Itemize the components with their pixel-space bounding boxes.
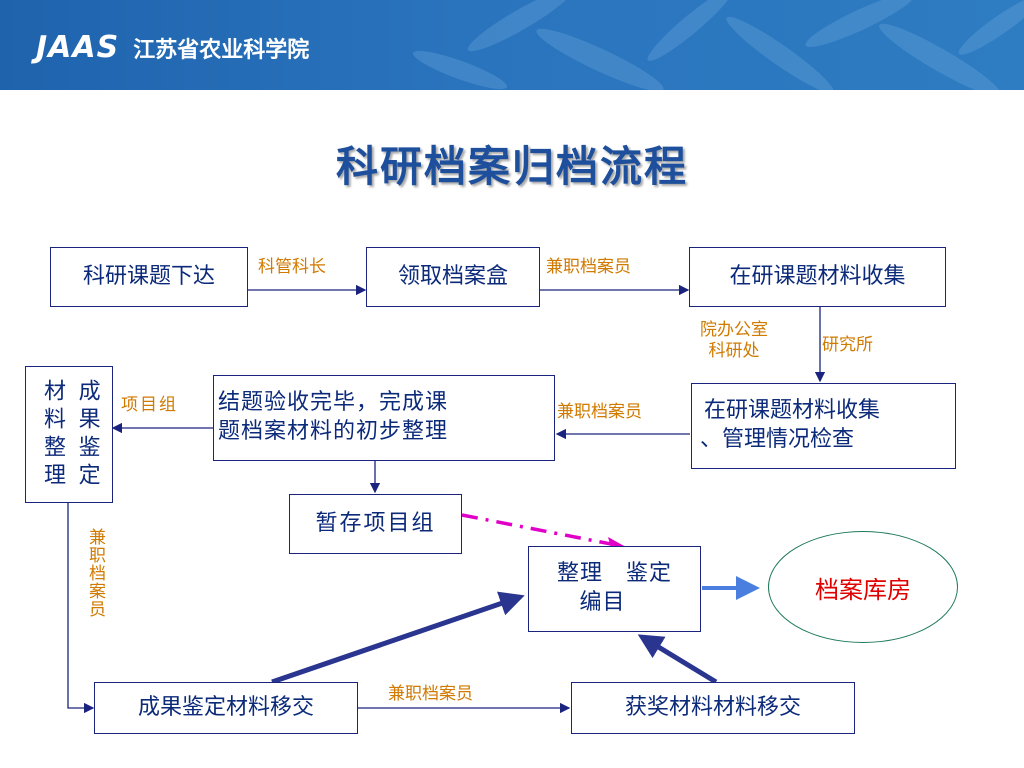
org-name: 江苏省农业科学院: [133, 37, 310, 63]
box-temp-storage: 暂存项目组: [289, 494, 462, 554]
box-task-issued: 科研课题下达: [50, 247, 248, 307]
box-get-archive-box: 领取档案盒: [366, 247, 540, 307]
archive-room-label: 档案库房: [815, 575, 911, 604]
box-appraisal-transfer: 成果鉴定材料移交: [94, 682, 358, 734]
box-appraisal-transfer-label: 成果鉴定材料移交: [137, 694, 314, 720]
archive-room: 档案库房: [768, 531, 958, 643]
label-institute: 研究所: [822, 335, 873, 355]
box-acceptance-line1: 结题验收完毕，完成课: [218, 390, 449, 416]
box-acceptance-line2: 题档案材料的初步整理: [218, 419, 449, 444]
dashed-arrow-b7-b8: [461, 513, 617, 547]
box-material-collection: 在研课题材料收集: [689, 247, 946, 307]
label-archivist-4: 兼职档案员: [388, 684, 473, 704]
logo-mark: JAAS: [36, 30, 120, 65]
page-title: 科研档案归档流程: [335, 142, 688, 191]
thick-arrow-b10-b8: [637, 634, 718, 685]
box-temp-storage-label: 暂存项目组: [315, 510, 436, 536]
label-office-line2: 科研处: [708, 341, 760, 362]
box-sort-catalog: 整理 鉴定 编目: [528, 546, 701, 632]
leaf-pattern: [412, 0, 1024, 90]
box-award-transfer-label: 获奖材料材料移交: [624, 694, 801, 720]
box-sort-catalog-line2: 编目: [579, 590, 626, 615]
label-archivist-2: 兼职档案员: [557, 402, 642, 422]
box-get-archive-box-label: 领取档案盒: [397, 263, 508, 289]
box-appraisal-col1: 成果鉴定: [74, 378, 100, 491]
label-archivist-1: 兼职档案员: [546, 257, 631, 277]
box-material-collection-label: 在研课题材料收集: [729, 263, 906, 289]
label-archivist-3: 兼职档案员: [85, 528, 105, 618]
label-project-group: 项目组: [121, 395, 178, 415]
arrow-b6-b9: [67, 503, 95, 714]
thick-arrow-b9-b8: [271, 591, 525, 685]
box-acceptance-complete: 结题验收完毕，完成课 题档案材料的初步整理: [213, 375, 555, 461]
box-collection-check-line2: 、管理情况检查: [700, 427, 855, 452]
box-collection-check: 在研课题材料收集 、管理情况检查: [691, 383, 956, 469]
label-office: 院办公室 科研处: [700, 320, 768, 363]
box-sort-catalog-line1: 整理 鉴定: [556, 561, 672, 587]
box-appraisal-materials: 成果鉴定 材料整理: [25, 366, 113, 503]
box-collection-check-line1: 在研课题材料收集: [704, 398, 881, 424]
box-task-issued-label: 科研课题下达: [82, 263, 215, 289]
header-banner: JAAS 江苏省农业科学院: [0, 0, 1024, 90]
label-office-line1: 院办公室: [700, 320, 768, 340]
box-award-transfer: 获奖材料材料移交: [571, 682, 855, 734]
logo: JAAS 江苏省农业科学院: [36, 30, 309, 65]
box-appraisal-col2: 材料整理: [40, 378, 65, 491]
label-kgkz: 科管科长: [258, 257, 326, 277]
